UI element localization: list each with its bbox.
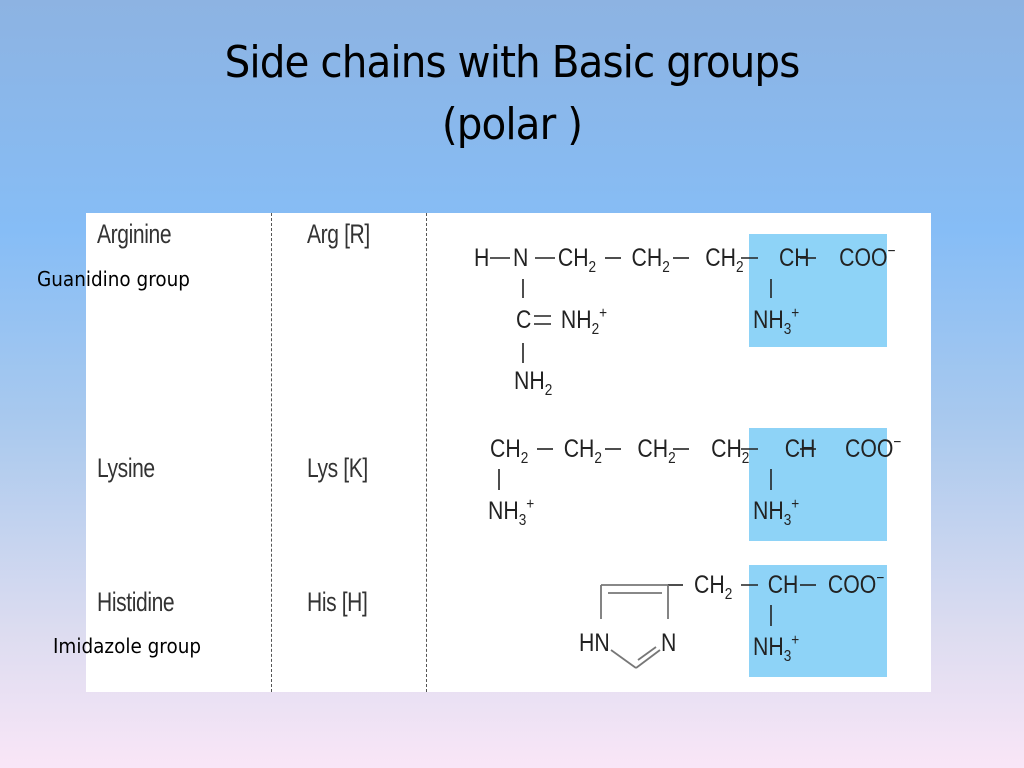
amino-acid-abbr: His [H]	[307, 587, 368, 617]
alpha-group-highlight	[749, 234, 887, 347]
chem-guanidino-nh2: NH2	[514, 367, 553, 399]
chem-alpha-amino: NH3+	[753, 632, 800, 665]
chem-alpha-amino: NH3+	[753, 305, 800, 338]
chem-imidazole-hn: HN	[579, 629, 610, 657]
amino-acid-name: Histidine	[97, 587, 175, 617]
chem-lysine-chain: CH2 CH2 CH2 CH2 CH COO−	[490, 434, 902, 467]
amino-acid-table: Arginine Arg [R] Lysine Lys [K] Histidin…	[86, 213, 931, 692]
title-line-2: (polar )	[441, 99, 583, 150]
amino-acid-abbr: Lys [K]	[307, 453, 368, 483]
guanidino-group-label: Guanidino group	[37, 267, 190, 291]
chem-arginine-chain: H N CH2 CH2 CH2 CH COO−	[474, 243, 896, 276]
chem-histidine-chain: CH2 CH COO−	[694, 570, 885, 603]
slide-title: Side chains with Basic groups (polar )	[41, 32, 983, 156]
chem-epsilon-amino: NH3+	[488, 496, 535, 529]
amino-acid-name: Lysine	[97, 453, 155, 483]
amino-acid-name: Arginine	[97, 219, 172, 249]
amino-acid-abbr: Arg [R]	[307, 219, 370, 249]
column-divider	[271, 213, 272, 692]
chem-guanidino-c: C NH2+	[516, 305, 608, 338]
chem-imidazole-n: N	[661, 629, 677, 657]
bond-lines	[490, 257, 816, 669]
title-line-1: Side chains with Basic groups	[224, 37, 801, 88]
alpha-group-highlight	[749, 565, 887, 677]
chem-alpha-amino: NH3+	[753, 496, 800, 529]
alpha-group-highlight	[749, 428, 887, 541]
column-divider	[426, 213, 427, 692]
imidazole-group-label: Imidazole group	[53, 634, 202, 658]
